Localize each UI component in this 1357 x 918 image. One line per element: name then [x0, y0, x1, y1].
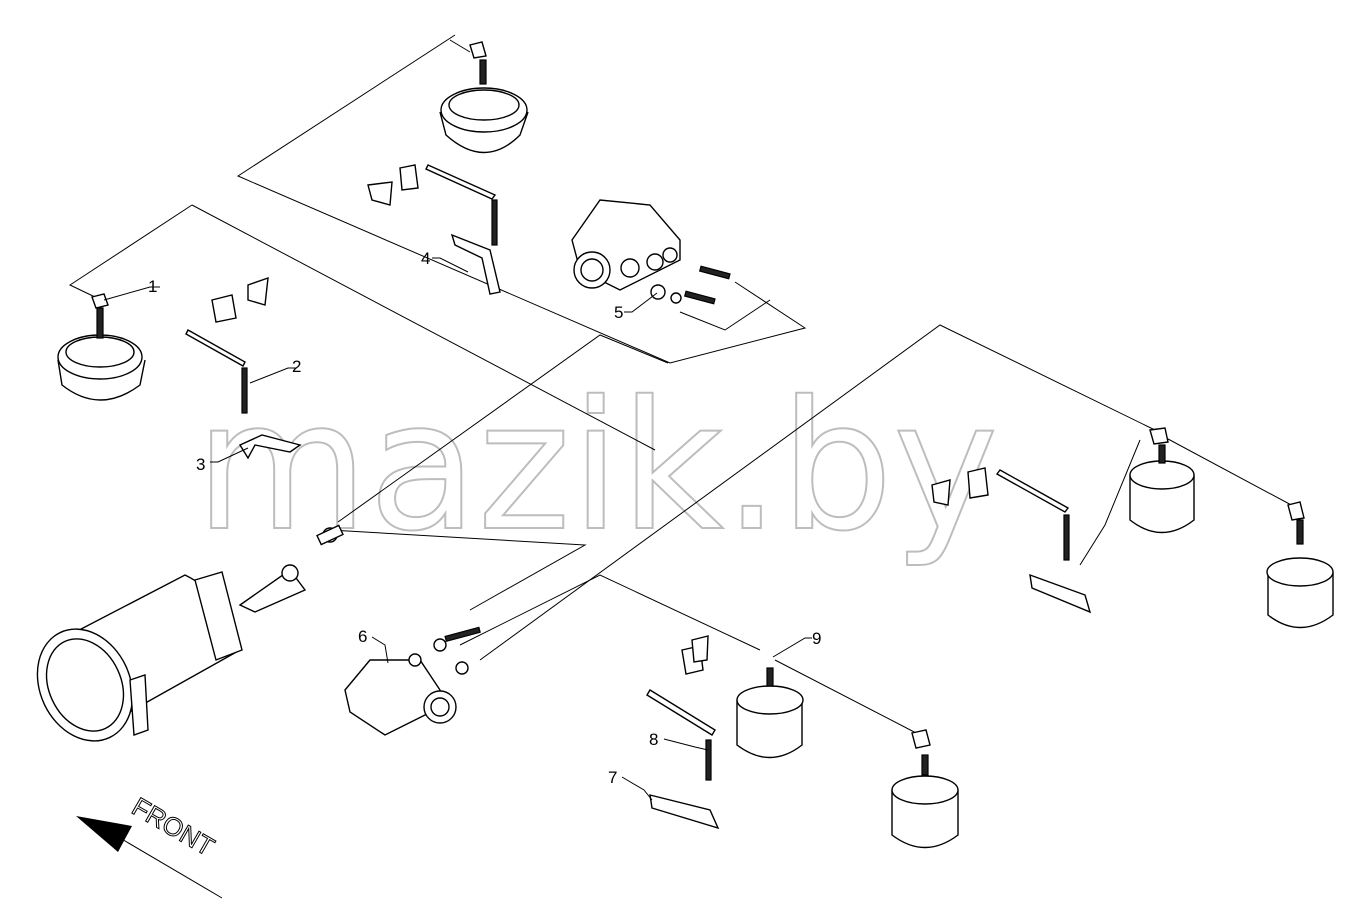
air-line-rear-right-2 [1154, 431, 1296, 508]
callout-4: 4 [421, 249, 430, 268]
callout-2: 2 [292, 357, 301, 376]
valve-block-front [571, 199, 731, 305]
height-sensor-rear-left [646, 635, 720, 830]
air-lines [68, 34, 1296, 736]
air-spring-rear-2 [891, 729, 959, 849]
leader-6 [371, 636, 389, 664]
air-spring-front-right [439, 41, 529, 154]
callout-9: 9 [812, 629, 821, 648]
air-line-front-left [68, 204, 193, 298]
front-arrow-icon [76, 816, 132, 852]
air-line-valve-out [679, 299, 771, 331]
front-direction-indicator: FRONT [76, 791, 223, 899]
air-line-front-right [236, 34, 807, 364]
height-sensor-front-left [185, 276, 302, 460]
leader-8 [663, 738, 709, 751]
callout-6: 6 [358, 627, 367, 646]
height-sensor-rear-right [931, 467, 1092, 614]
leader-9 [772, 637, 812, 658]
callout-3: 3 [196, 455, 205, 474]
front-arrow-shaft [119, 837, 223, 899]
air-line-rear-right [479, 324, 1156, 661]
leader-4 [432, 257, 469, 273]
callout-5: 5 [614, 303, 623, 322]
air-line-main-2 [337, 334, 669, 523]
callout-7: 7 [608, 768, 617, 787]
air-line-rear-feed [329, 529, 587, 611]
callouts: 1 2 3 4 5 6 7 8 9 [103, 249, 821, 801]
leader-1 [103, 286, 160, 301]
callout-1: 1 [148, 277, 157, 296]
air-line-rear-left-2 [774, 659, 921, 736]
air-spring-rear-1 [736, 667, 804, 759]
air-line-main-1 [191, 204, 656, 451]
height-sensor-front-right [367, 164, 501, 295]
air-tank [36, 524, 344, 742]
leader-2 [249, 367, 296, 384]
watermark: mazik.by [195, 363, 998, 570]
air-spring-rear-3 [1129, 427, 1195, 534]
air-line-sensor-rr [1079, 439, 1141, 566]
leader-5 [624, 292, 658, 313]
leader-7 [621, 776, 653, 801]
leader-3 [210, 447, 249, 463]
air-spring-front-left [57, 293, 146, 401]
air-spring-rear-4 [1266, 501, 1334, 629]
air-line-rear-left [459, 574, 761, 651]
front-label: FRONT [127, 791, 220, 862]
callout-8: 8 [649, 730, 658, 749]
air-line-front-right-end [449, 39, 471, 53]
valve-block-rear [344, 626, 481, 736]
